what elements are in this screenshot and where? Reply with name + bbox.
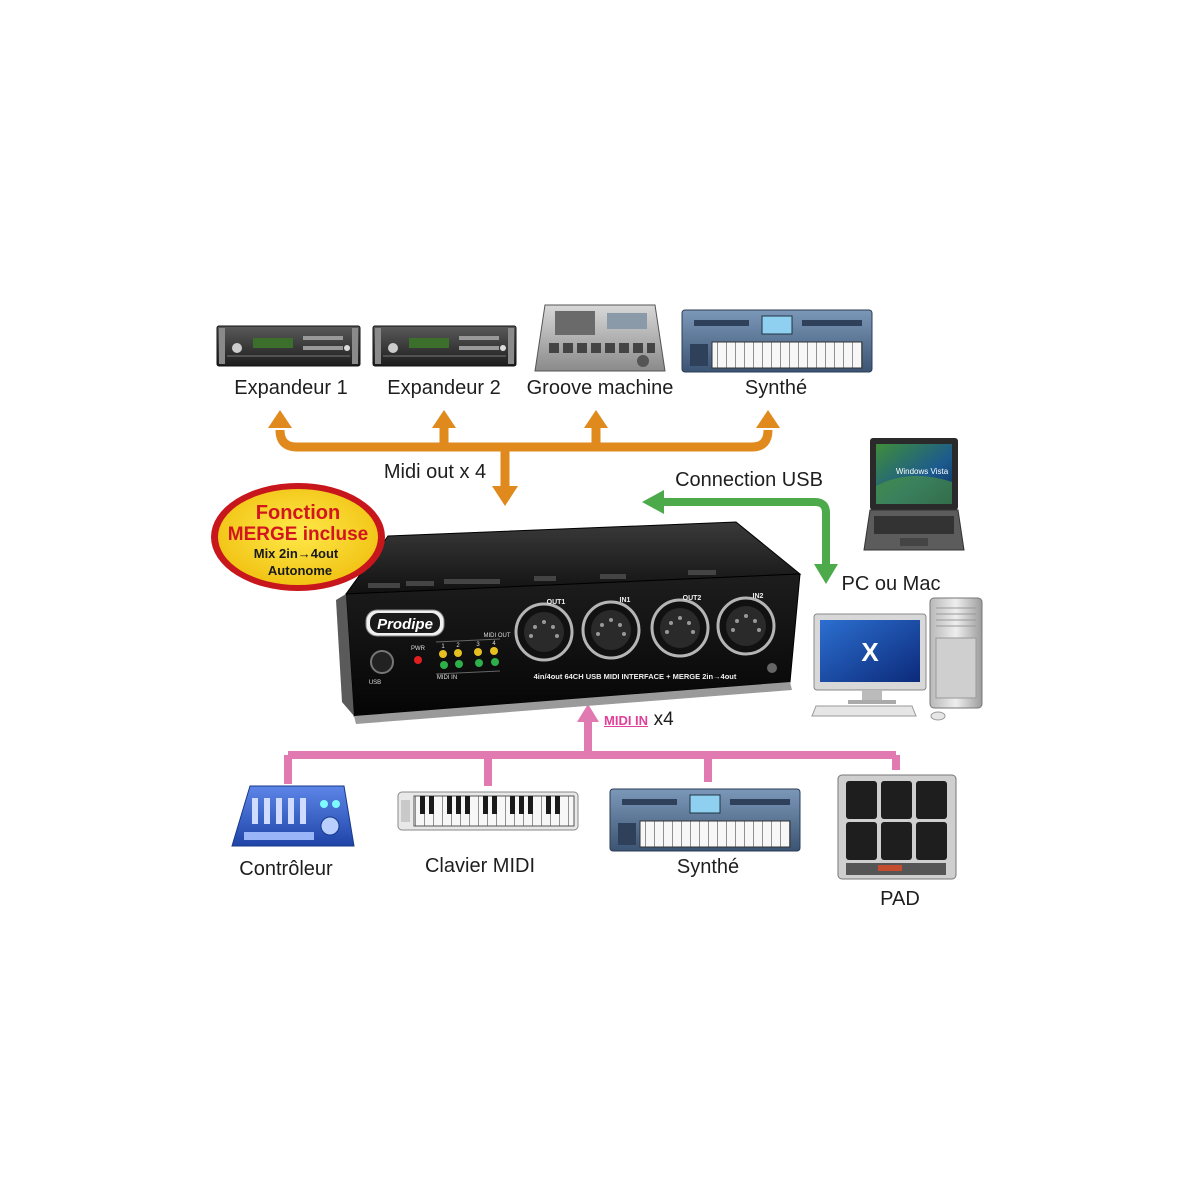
rack-expander-icon [372, 325, 517, 367]
midi-out-connector [275, 425, 773, 488]
device-label-controleur: Contrôleur [239, 858, 333, 880]
device-label-clavier-midi: Clavier MIDI [424, 855, 536, 877]
arrow-up-icon [584, 410, 608, 428]
midi-in-panel-label: MIDI IN [437, 675, 457, 681]
volume-knob [370, 650, 394, 674]
badge-line: MERGE incluse [228, 524, 368, 545]
port-label: OUT1 [547, 599, 566, 606]
interface-labels: Prodipe PWR MIDI OUT MIDI IN USB 1 2 3 4… [369, 593, 764, 686]
midi-controller-icon [231, 785, 355, 847]
midi-keyboard-icon [397, 791, 579, 831]
midi-din-port [514, 602, 574, 662]
brand-label: Prodipe [377, 616, 433, 633]
device-label-groove-machine: Groove machine [526, 377, 674, 399]
midi-out-leds [439, 647, 498, 658]
port-label: IN1 [620, 597, 631, 604]
badge-line: Fonction [256, 502, 340, 524]
port-label: IN2 [753, 593, 764, 600]
badge-line: Autonome [268, 563, 332, 578]
midi-din-port [716, 596, 776, 656]
desktop-computer-icon [811, 597, 983, 721]
midi-in-badge: MIDI IN [604, 713, 649, 728]
midi-interface [336, 521, 802, 724]
power-led [414, 656, 422, 664]
arrow-down-icon [814, 564, 838, 584]
groove-machine-icon [534, 304, 666, 372]
arrow-up-icon [268, 410, 292, 428]
merge-badge: Fonction MERGE incluse Mix 2in→4out Auto… [211, 483, 385, 591]
midi-in-leds [440, 658, 499, 669]
arrow-down-icon [492, 486, 518, 506]
laptop-screen-text: Windows Vista [896, 467, 949, 476]
led-number: 2 [456, 643, 460, 649]
device-label-synthe-bottom: Synthé [676, 856, 740, 878]
prodipe-logo [365, 609, 445, 637]
midi-din-port [650, 598, 710, 658]
pwr-label: PWR [411, 646, 426, 652]
drum-pad-icon [837, 774, 957, 880]
synthesizer-keyboard-icon [609, 788, 801, 852]
midi-out-label: MIDI OUT [484, 633, 511, 639]
badge-line: Mix 2in→4out [254, 546, 339, 561]
arrow-up-icon [432, 410, 456, 428]
midi-in-label: MIDI IN x4 [604, 708, 674, 731]
device-label-expandeur-1: Expandeur 1 [234, 377, 348, 399]
computer-label: PC ou Mac [841, 573, 941, 595]
interface-caption: 4in/4out 64CH USB MIDI INTERFACE + MERGE… [534, 672, 737, 681]
usb-connector [642, 490, 838, 584]
device-label-pad: PAD [880, 888, 920, 910]
led-number: 3 [476, 642, 480, 648]
usb-connection-label: Connection USB [675, 469, 823, 491]
midi-in-count: x4 [653, 709, 674, 730]
device-label-synthe-top: Synthé [744, 377, 808, 399]
arrow-left-icon [642, 490, 664, 514]
midi-out-arrowheads [268, 410, 780, 506]
rack-expander-icon [216, 325, 361, 367]
usb-panel-label: USB [369, 680, 381, 686]
port-label: OUT2 [683, 595, 702, 602]
synthesizer-keyboard-icon [681, 309, 873, 373]
midi-out-label: Midi out x 4 [383, 461, 487, 483]
led-number: 4 [492, 641, 496, 647]
laptop-icon [863, 438, 965, 551]
device-label-expandeur-2: Expandeur 2 [387, 377, 501, 399]
arrow-up-icon [756, 410, 780, 428]
midi-out-branch-line [275, 429, 773, 452]
midi-in-connector [284, 718, 900, 786]
desktop-screen-text: X [861, 637, 879, 667]
led-number: 1 [441, 644, 445, 650]
arrow-up-icon [577, 704, 599, 722]
screw-icon [767, 663, 777, 673]
midi-din-port [581, 600, 641, 660]
